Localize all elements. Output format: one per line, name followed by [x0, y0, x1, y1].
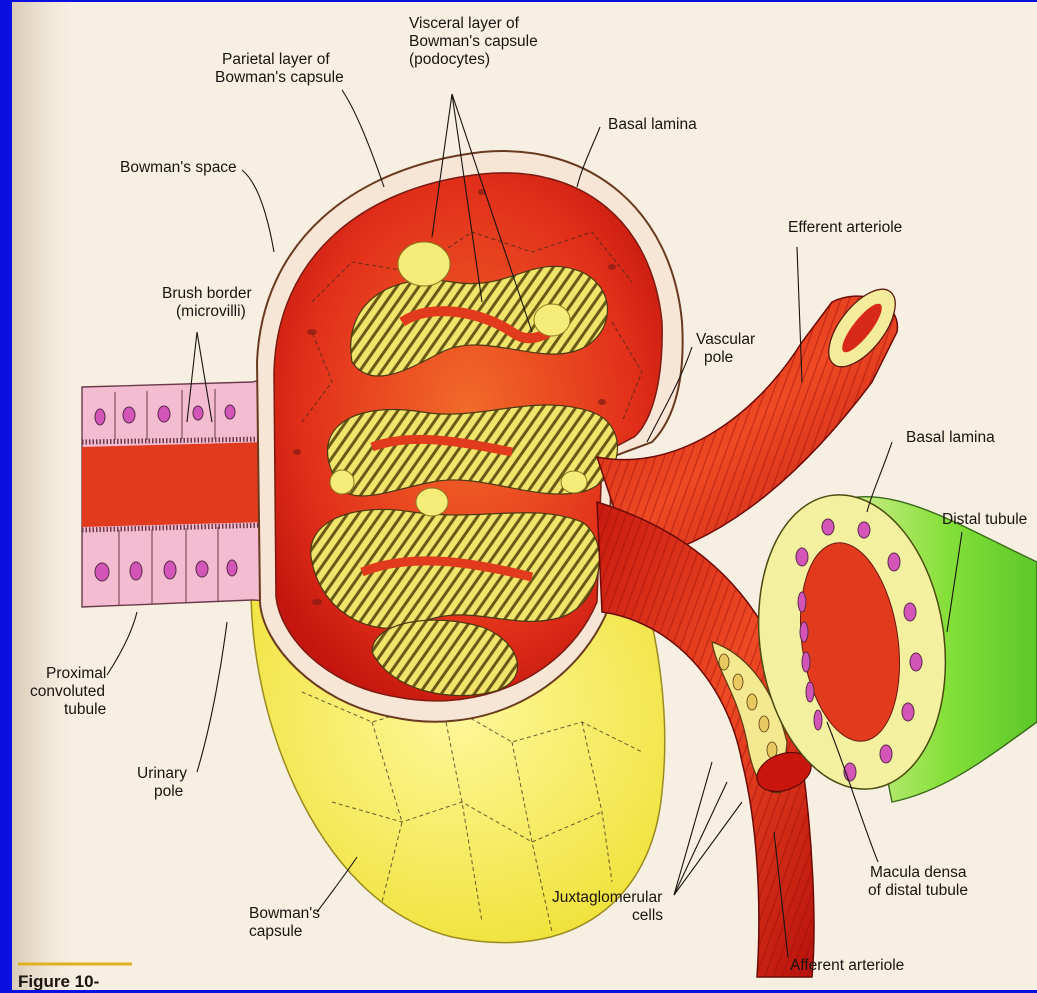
label-parietal-layer: Parietal layer of Bowman's capsule	[215, 51, 344, 86]
label-efferent-arteriole: Efferent arteriole	[788, 219, 902, 236]
label-macula-densa: Macula densa of distal tubule	[868, 864, 971, 899]
label-vascular-pole: Vascular pole	[696, 331, 759, 366]
renal-corpuscle-diagram: Parietal layer of Bowman's capsule Visce…	[12, 2, 1037, 990]
label-urinary-pole: Urinary pole	[137, 765, 191, 800]
label-basal-lamina-top: Basal lamina	[608, 116, 697, 133]
label-distal-tubule: Distal tubule	[942, 511, 1027, 528]
label-visceral-layer: Visceral layer of Bowman's capsule (podo…	[409, 15, 542, 68]
label-bowmans-space: Bowman's space	[120, 159, 237, 176]
figure-caption: Figure 10-	[18, 972, 99, 990]
label-brush-border: Brush border (microvilli)	[162, 285, 256, 320]
label-bowmans-capsule: Bowman's capsule	[249, 905, 324, 940]
textbook-page: Parietal layer of Bowman's capsule Visce…	[12, 2, 1037, 990]
label-basal-lamina-right: Basal lamina	[906, 429, 995, 446]
label-afferent-arteriole: Afferent arteriole	[790, 957, 904, 974]
label-proximal-tubule: Proximal convoluted tubule	[30, 665, 111, 718]
proximal-tubule	[82, 362, 287, 607]
